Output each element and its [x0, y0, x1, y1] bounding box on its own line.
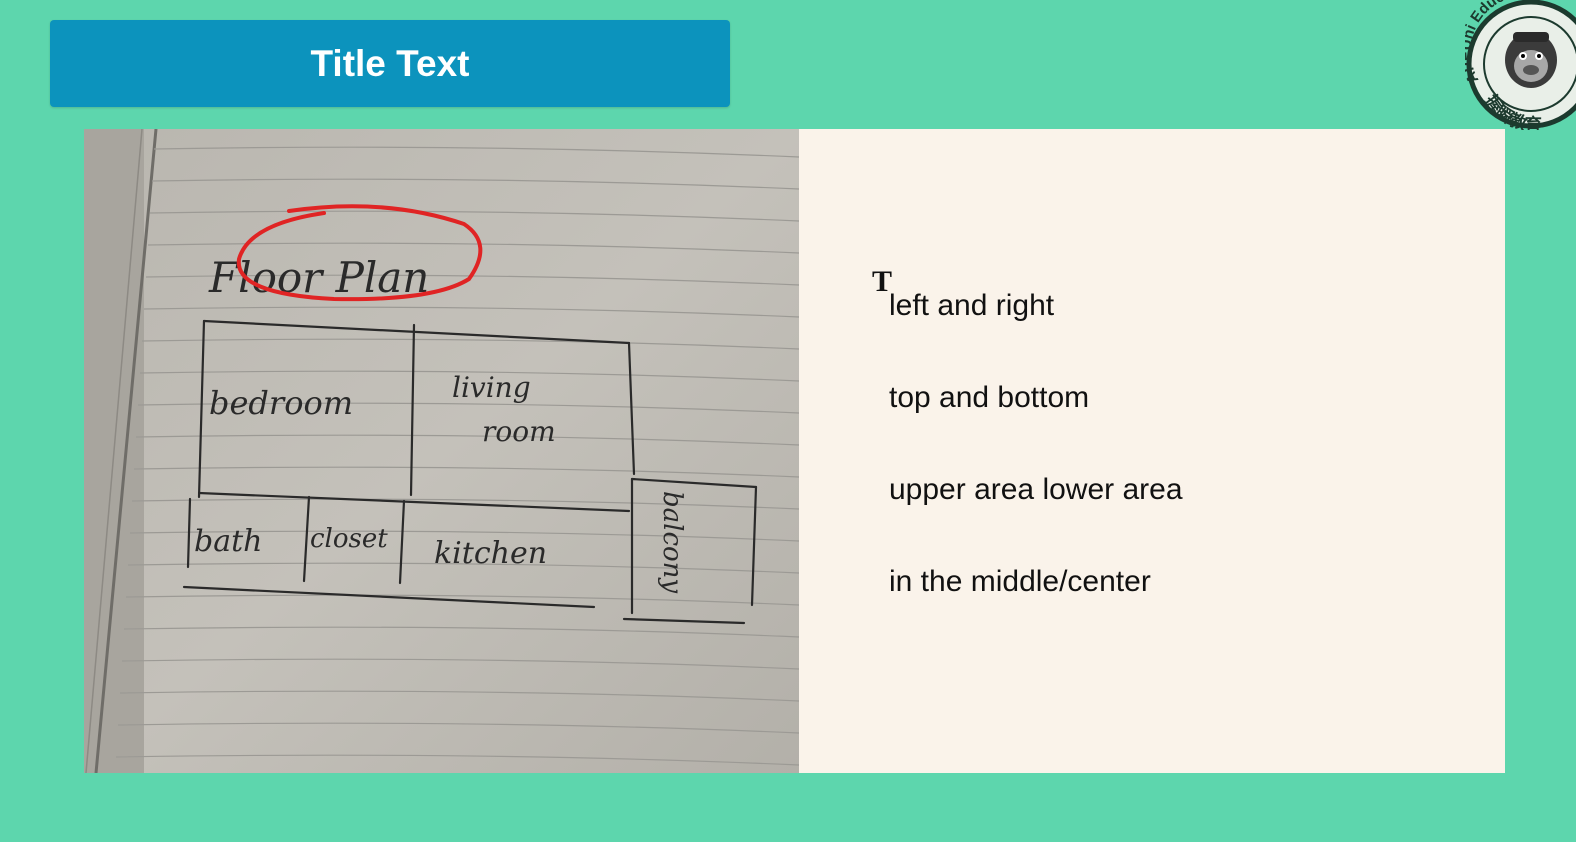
- room-balcony: balcony: [657, 491, 687, 593]
- line-left-right: left and right: [889, 289, 1055, 322]
- line-upper-lower: upper area lower area: [889, 473, 1183, 506]
- title-text: Title Text: [310, 42, 470, 84]
- line-top-bottom: top and bottom: [889, 381, 1090, 414]
- room-living: living: [452, 371, 531, 404]
- line-middle-center: in the middle/center: [889, 565, 1151, 598]
- text-area[interactable]: T left and right top and bottom upper ar…: [872, 129, 1489, 773]
- title-banner[interactable]: Title Text: [50, 20, 730, 107]
- room-room: room: [482, 415, 556, 448]
- room-kitchen: kitchen: [434, 536, 547, 571]
- floor-plan-heading: Floor Plan: [208, 253, 429, 302]
- floor-plan-photo: Floor Plan bedroom living room bath clos…: [84, 129, 799, 773]
- room-bedroom: bedroom: [209, 384, 353, 422]
- gorilla-logo-icon: APEUni Educ 握瞬教育: [1465, 0, 1576, 130]
- room-bath: bath: [194, 524, 262, 559]
- slide-content: Floor Plan bedroom living room bath clos…: [84, 129, 1505, 773]
- highlight-circle: [236, 204, 483, 302]
- text-cursor-icon: T: [872, 265, 893, 298]
- room-closet: closet: [310, 524, 388, 554]
